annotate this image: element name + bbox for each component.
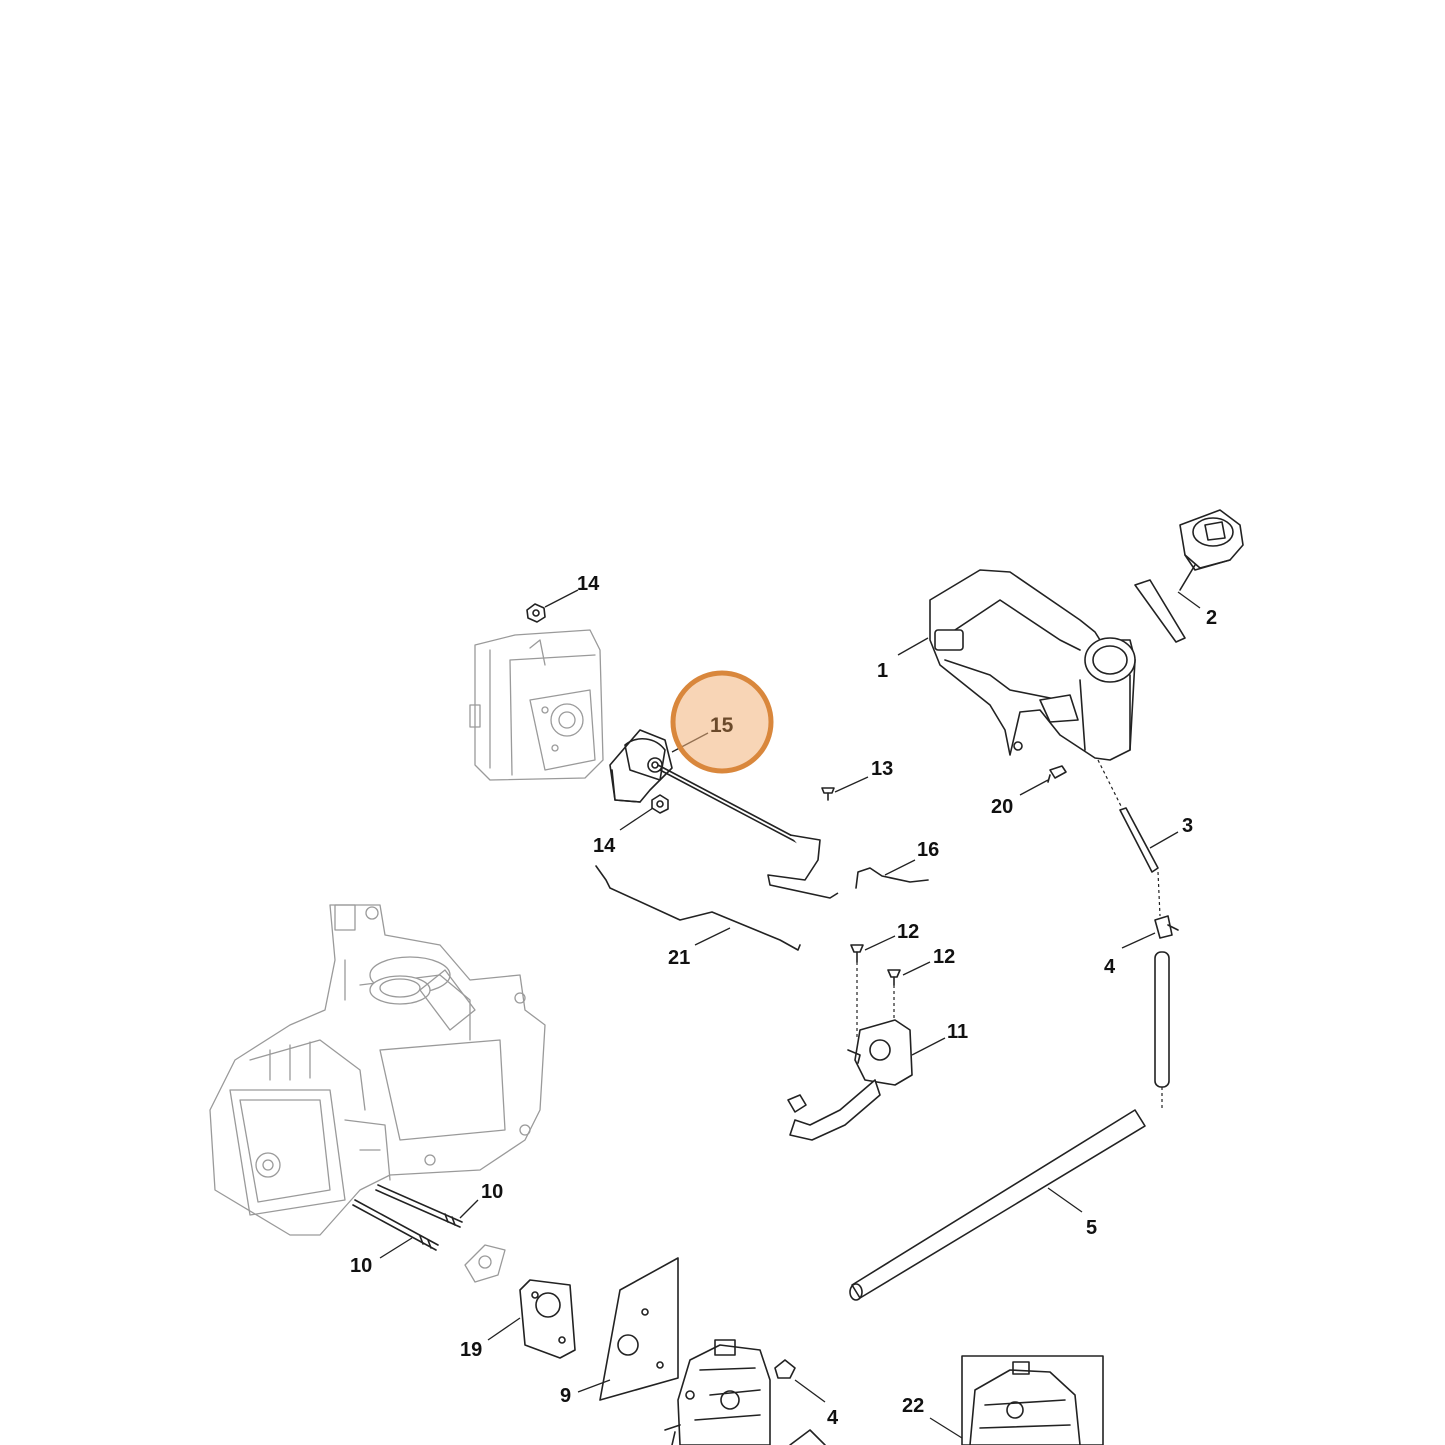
link-rod-part: [595, 865, 801, 951]
callout-4-upper: 4: [1104, 956, 1116, 978]
stud-part-10a: [375, 1184, 463, 1228]
callout-4-lower: 4: [827, 1407, 839, 1429]
callout-13: 13: [871, 758, 893, 780]
fuel-cap-part: [1134, 509, 1244, 643]
callout-14-top: 14: [577, 573, 600, 595]
callout-1: 1: [877, 660, 888, 682]
hose-clamp-upper-part: [1154, 915, 1179, 939]
callout-5: 5: [1086, 1217, 1097, 1239]
governor-rod-part: [609, 729, 839, 899]
insulator-part: [519, 1279, 576, 1359]
spring-clip-part: [855, 867, 929, 889]
hose-clamp-lower-part: [774, 1359, 796, 1379]
callout-21: 21: [668, 947, 690, 969]
callout-10-lower: 10: [350, 1255, 372, 1277]
carburetor-part: [664, 1339, 826, 1445]
fuel-pump-part: [787, 1019, 913, 1141]
muffler-drawing: [469, 629, 604, 781]
callout-3: 3: [1182, 815, 1193, 837]
callout-19: 19: [460, 1339, 482, 1361]
screw-part-12a: [850, 944, 864, 963]
fuel-filter-part: [1119, 807, 1159, 873]
callout-labels: 14 15 14 13 16 21 1 2 20 3 4 12 12 11 5 …: [350, 573, 1217, 1429]
engine-block-drawing: [209, 904, 546, 1236]
callout-20: 20: [991, 796, 1013, 818]
callout-12-b: 12: [933, 946, 955, 968]
callout-15-highlighted[interactable]: 15: [710, 714, 734, 737]
highlight-marker[interactable]: [670, 670, 774, 774]
bolt-part-20: [1047, 765, 1067, 783]
callout-10-upper: 10: [481, 1181, 503, 1203]
gasket-small-drawing: [464, 1244, 506, 1283]
callout-2: 2: [1206, 607, 1217, 629]
callout-9: 9: [560, 1385, 571, 1407]
callout-12-a: 12: [897, 921, 919, 943]
callout-14-lower: 14: [593, 835, 616, 857]
callout-16: 16: [917, 839, 939, 861]
lower-nut-part: [651, 794, 669, 814]
fuel-line-long-part: [849, 1109, 1146, 1301]
callout-11: 11: [947, 1021, 968, 1043]
fuel-line-short-part: [1154, 951, 1170, 1088]
nut-part: [526, 603, 546, 623]
callout-22: 22: [902, 1395, 924, 1417]
screw-part-12b: [887, 969, 901, 986]
stud-part-10b: [352, 1199, 439, 1251]
carburetor-kit-part: [961, 1355, 1104, 1445]
gasket-plate-part: [599, 1257, 679, 1401]
fuel-tank-part: [929, 569, 1136, 761]
screw-part-13: [821, 787, 835, 801]
